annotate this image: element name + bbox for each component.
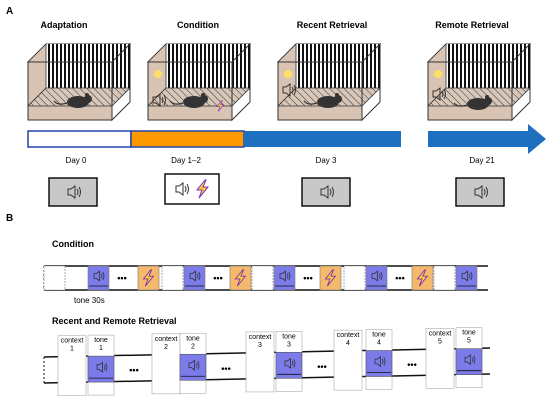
day-21-label: Day 21 (469, 156, 495, 165)
ellipsis: ••• (317, 361, 326, 371)
tone-cell (273, 265, 296, 291)
context-cell (433, 265, 456, 291)
stimulus-box-recent (301, 177, 351, 207)
context-number: 1 (70, 346, 74, 353)
ellipsis: ••• (407, 360, 416, 370)
tone-label: tone (462, 330, 476, 337)
tone-cell (455, 265, 478, 291)
retrieval-section-title: Recent and Remote Retrieval (52, 316, 177, 326)
context-number: 4 (346, 340, 350, 347)
context-cell (251, 265, 274, 291)
stage-condition-title: Condition (177, 20, 219, 30)
tone-label: tone (94, 337, 108, 344)
context-number: 5 (438, 338, 442, 345)
stage-remote-retrieval-title: Remote Retrieval (435, 20, 509, 30)
tone-number: 4 (377, 340, 381, 347)
panel-b-label: B (6, 213, 13, 224)
context-label: context (249, 334, 272, 341)
stimulus-box-remote (455, 177, 505, 207)
tone-cell (183, 265, 206, 291)
timeline-recent-segment (244, 131, 401, 147)
cage-adaptation (27, 43, 131, 121)
cage-recent-retrieval (277, 43, 381, 121)
shock-cell (137, 265, 160, 291)
context-label: context (429, 330, 452, 337)
ellipsis: ••• (213, 273, 222, 283)
tone-number: 3 (287, 341, 291, 348)
context-cell (161, 265, 184, 291)
stage-recent-retrieval-title: Recent Retrieval (297, 20, 368, 30)
tone-number: 5 (467, 338, 471, 345)
cage-condition (147, 43, 251, 121)
ellipsis: ••• (117, 273, 126, 283)
stimulus-box-adaptation (48, 177, 98, 207)
light-icon (284, 70, 292, 78)
stage-adaptation-title: Adaptation (41, 20, 88, 30)
context-cell (43, 265, 66, 291)
context-label: context (61, 338, 84, 345)
tone-duration-label: tone 30s (74, 296, 105, 305)
light-icon (154, 70, 162, 78)
tone-number: 1 (99, 345, 103, 352)
timeline-adaptation-segment (27, 130, 132, 148)
day-3-label: Day 3 (316, 156, 337, 165)
context-number: 3 (258, 342, 262, 349)
light-icon (434, 70, 442, 78)
panel-a-label: A (6, 6, 13, 17)
ellipsis: ••• (221, 363, 230, 373)
condition-strip: ••• ••• ••• ••• (43, 265, 488, 291)
timeline-condition-segment (130, 130, 245, 148)
ellipsis: ••• (303, 273, 312, 283)
tone-label: tone (372, 332, 386, 339)
shock-cell (229, 265, 252, 291)
day-1-2-label: Day 1–2 (171, 156, 201, 165)
shock-cell (411, 265, 434, 291)
condition-section-title: Condition (52, 239, 94, 249)
ellipsis: ••• (395, 273, 404, 283)
tone-label: tone (186, 335, 200, 342)
context-cell (343, 265, 366, 291)
timeline-arrow (428, 124, 546, 154)
retrieval-strip: context1tone1•••context2tone2•••context3… (43, 327, 491, 397)
shock-cell (319, 265, 342, 291)
stimulus-box-condition (164, 173, 220, 205)
context-number: 2 (164, 344, 168, 351)
cage-remote-retrieval (427, 43, 531, 121)
tone-cell (365, 265, 388, 291)
timeline (27, 124, 546, 154)
context-label: context (337, 332, 360, 339)
day-0-label: Day 0 (66, 156, 87, 165)
ellipsis: ••• (129, 365, 138, 375)
tone-label: tone (282, 333, 296, 340)
context-label: context (155, 336, 178, 343)
tone-number: 2 (191, 343, 195, 350)
tone-cell (87, 265, 110, 291)
